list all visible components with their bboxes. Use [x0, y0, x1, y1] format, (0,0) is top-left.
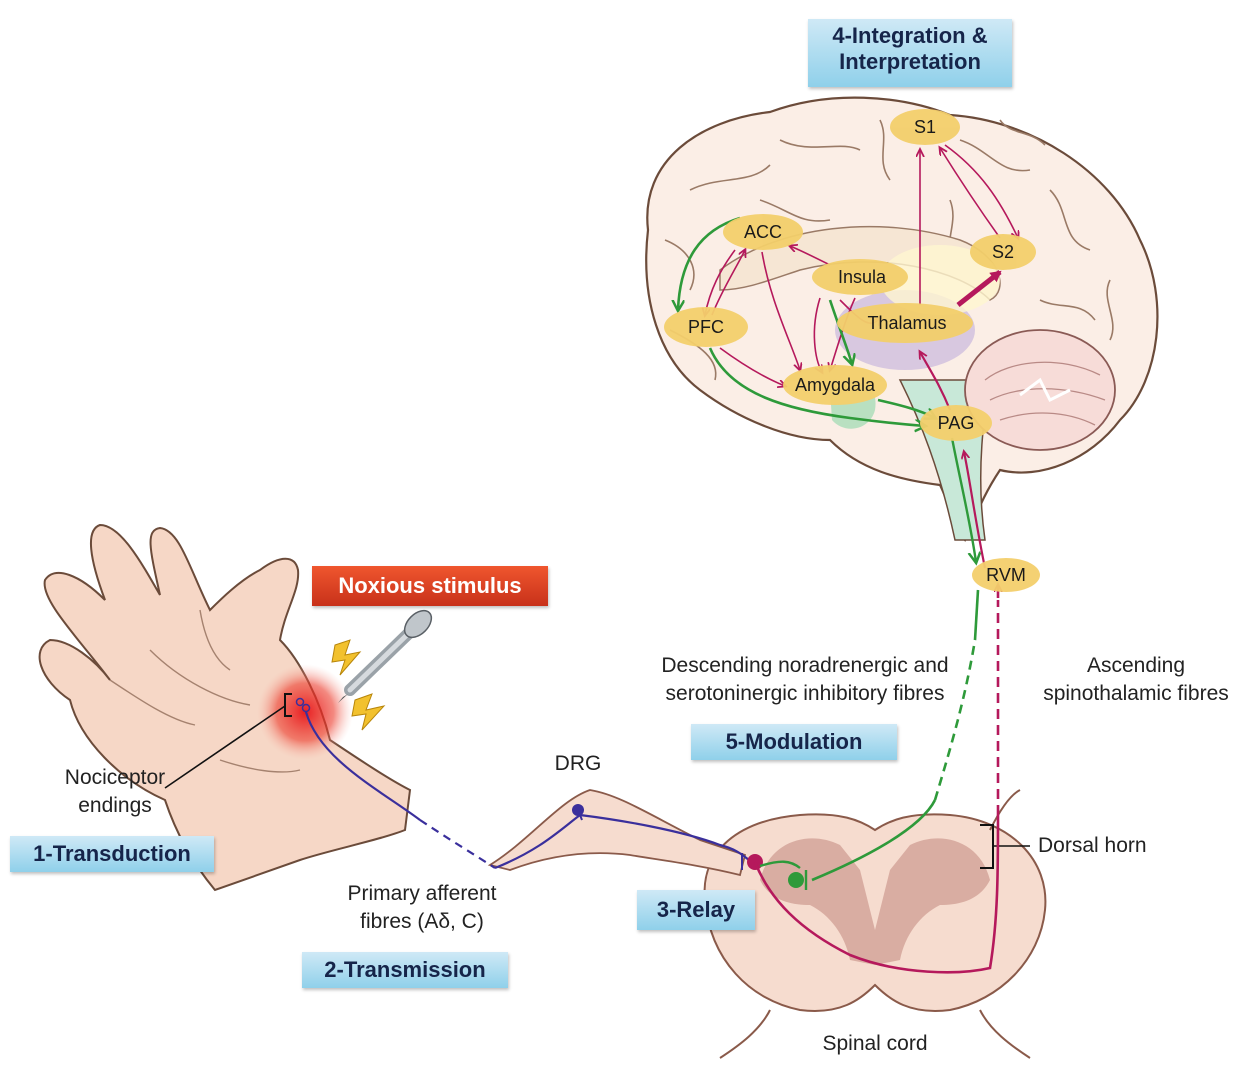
primary-afferent-label: Primary afferent fibres (Aδ, C): [322, 880, 522, 936]
region-label-amygdala: Amygdala: [795, 375, 876, 395]
ascending-line2: spinothalamic fibres: [1022, 680, 1250, 708]
region-label-rvm: RVM: [986, 565, 1026, 585]
spinal-cord-illustration: [490, 790, 1045, 1058]
stage-label-modulation: 5-Modulation: [726, 729, 863, 754]
stage-box-transduction: 1-Transduction: [10, 836, 214, 872]
region-label-thalamus: Thalamus: [867, 313, 946, 333]
region-label-s2: S2: [992, 242, 1014, 262]
region-label-s1: S1: [914, 117, 936, 137]
stage-label-transduction: 1-Transduction: [33, 841, 191, 866]
descending-line2: serotoninergic inhibitory fibres: [620, 680, 990, 708]
stage-box-modulation: 5-Modulation: [691, 724, 897, 760]
stage-box-integration: 4-Integration & Interpretation: [808, 19, 1012, 87]
dorsal-horn-label: Dorsal horn: [1038, 832, 1147, 860]
stage-label-integration-line1: 4-Integration &: [808, 23, 1012, 49]
stage-label-integration-line2: Interpretation: [808, 49, 1012, 75]
descending-fibres-label: Descending noradrenergic and serotoniner…: [620, 652, 990, 708]
drg-text: DRG: [555, 752, 602, 775]
noxious-stimulus-box: Noxious stimulus: [312, 566, 548, 606]
drg-label: DRG: [548, 750, 608, 778]
stage-box-transmission: 2-Transmission: [302, 952, 508, 988]
relay-neuron-descending: [788, 872, 804, 888]
drg-cell-body: [572, 804, 584, 816]
descending-line1: Descending noradrenergic and: [620, 652, 990, 680]
spinal-cord-label: Spinal cord: [790, 1030, 960, 1058]
region-label-pag: PAG: [938, 413, 975, 433]
stage-box-relay: 3-Relay: [637, 890, 755, 930]
stage-label-relay: 3-Relay: [657, 897, 735, 922]
nociceptor-endings-label: Nociceptor endings: [30, 764, 200, 820]
ascending-line1: Ascending: [1022, 652, 1250, 680]
spinal-cord-text: Spinal cord: [822, 1032, 927, 1055]
stage-label-transmission: 2-Transmission: [324, 957, 485, 982]
ascending-fibres-label: Ascending spinothalamic fibres: [1022, 652, 1250, 708]
region-label-acc: ACC: [744, 222, 782, 242]
noxious-stimulus-label: Noxious stimulus: [338, 573, 521, 598]
region-label-pfc: PFC: [688, 317, 724, 337]
primary-afferent-line1: Primary afferent: [322, 880, 522, 908]
dorsal-horn-text: Dorsal horn: [1038, 834, 1147, 857]
primary-afferent-line2: fibres (Aδ, C): [322, 908, 522, 936]
nociceptor-line1: Nociceptor: [30, 764, 200, 792]
nociceptor-line2: endings: [30, 792, 200, 820]
region-label-insula: Insula: [838, 267, 887, 287]
